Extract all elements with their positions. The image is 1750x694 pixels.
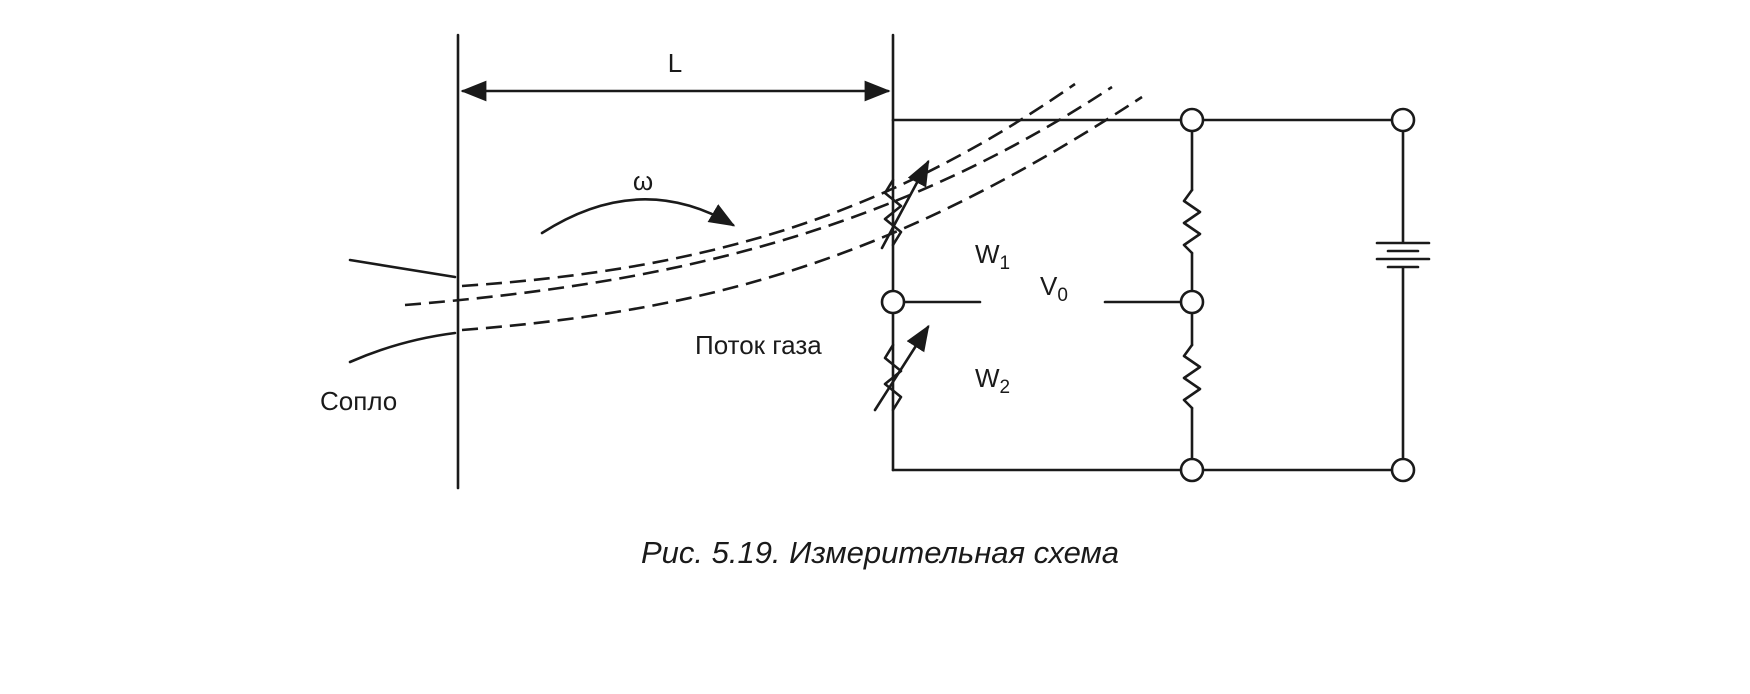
reference-mid-node [1179, 289, 1205, 315]
figure-caption: Рис. 5.19. Измерительная схема [641, 535, 1119, 570]
gas-flow-line-lower [461, 95, 1143, 332]
reference-top-node [1179, 107, 1205, 133]
reference-resistor-lower [1182, 343, 1202, 410]
v0-label: V0 [1040, 271, 1068, 306]
battery-bottom-terminal [1390, 457, 1416, 483]
gas-flow-label: Поток газа [695, 330, 822, 360]
distance-label: L [668, 48, 682, 78]
nozzle-upper-wall [348, 258, 457, 279]
nozzle-label: Сопло [320, 386, 397, 416]
w2-resistor [883, 343, 903, 412]
gas-flow-line-middle [404, 85, 1113, 307]
battery-icon [1375, 241, 1431, 269]
swirl-label: ω [633, 166, 653, 196]
swirl-arrow [540, 198, 736, 235]
w2-variable-arrow [873, 324, 930, 412]
w1-resistor [883, 178, 903, 247]
w1-label: W1 [975, 239, 1010, 274]
reference-bottom-node [1179, 457, 1205, 483]
sensor-midpoint-node [880, 289, 906, 315]
reference-resistor-upper [1182, 188, 1202, 255]
w1-variable-arrow [880, 159, 930, 250]
w2-label: W2 [975, 363, 1010, 398]
gas-flow-line-upper [461, 82, 1076, 288]
nozzle-lower-wall [348, 331, 457, 364]
battery-top-terminal [1390, 107, 1416, 133]
